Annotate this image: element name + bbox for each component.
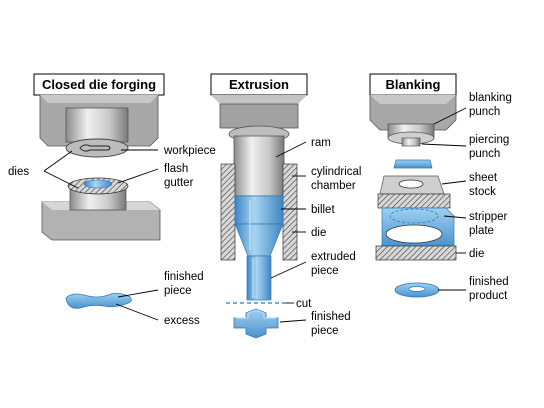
label-stripper: stripper <box>469 211 508 223</box>
label-cylindrical: cylindrical <box>311 166 362 178</box>
label-die: die <box>311 227 326 239</box>
billet <box>234 195 284 225</box>
label-finished-piece: piece <box>311 325 339 337</box>
label-extruded-piece: piece <box>311 265 339 277</box>
label-excess: excess <box>164 315 200 327</box>
panel-blanking: Blanking b <box>369 73 512 302</box>
label-product: product <box>469 290 508 302</box>
extruded-piece <box>246 255 272 301</box>
chamber <box>220 163 298 261</box>
label-stock: stock <box>469 186 496 198</box>
label-finished: finished <box>164 271 204 283</box>
die-taper <box>234 223 284 257</box>
label-die: die <box>469 248 484 260</box>
label-chamber: chamber <box>311 180 356 192</box>
label-finished: finished <box>311 311 351 323</box>
label-dies: dies <box>8 166 29 178</box>
label-punch: punch <box>469 106 500 118</box>
label-flash: flash <box>164 163 188 175</box>
label-gutter: gutter <box>164 177 194 189</box>
label-punch-2: punch <box>469 148 500 160</box>
panel-extrusion: Extrusion ram <box>210 73 362 339</box>
label-finished: finished <box>469 276 509 288</box>
panel-title: Extrusion <box>229 77 289 92</box>
ram <box>211 95 307 197</box>
upper-die <box>39 94 159 158</box>
panel-closed-die-forging: Closed die forging dies workpiece flash <box>8 73 216 327</box>
label-sheet: sheet <box>469 172 498 184</box>
label-cut: cut <box>296 298 312 310</box>
lower-die <box>41 177 161 241</box>
label-workpiece: workpiece <box>163 145 216 157</box>
label-extruded: extruded <box>311 251 356 263</box>
finished-forging <box>65 293 132 309</box>
label-blanking: blanking <box>469 92 512 104</box>
panel-title: Closed die forging <box>42 77 156 92</box>
finished-product <box>394 282 440 298</box>
label-billet: billet <box>311 204 335 216</box>
stripper-die-block <box>375 193 457 261</box>
label-piercing: piercing <box>469 134 509 146</box>
upper-die-face <box>65 138 129 158</box>
die-cavity <box>79 144 111 152</box>
blanking-punch <box>369 94 457 147</box>
sheet-stock <box>379 159 445 195</box>
label-ram: ram <box>311 137 331 149</box>
finished-extrusion <box>233 308 279 339</box>
label-plate: plate <box>469 225 494 237</box>
panel-title: Blanking <box>386 77 441 92</box>
label-piece: piece <box>164 285 192 297</box>
workpiece <box>83 179 113 189</box>
piercing-punch <box>401 137 421 147</box>
